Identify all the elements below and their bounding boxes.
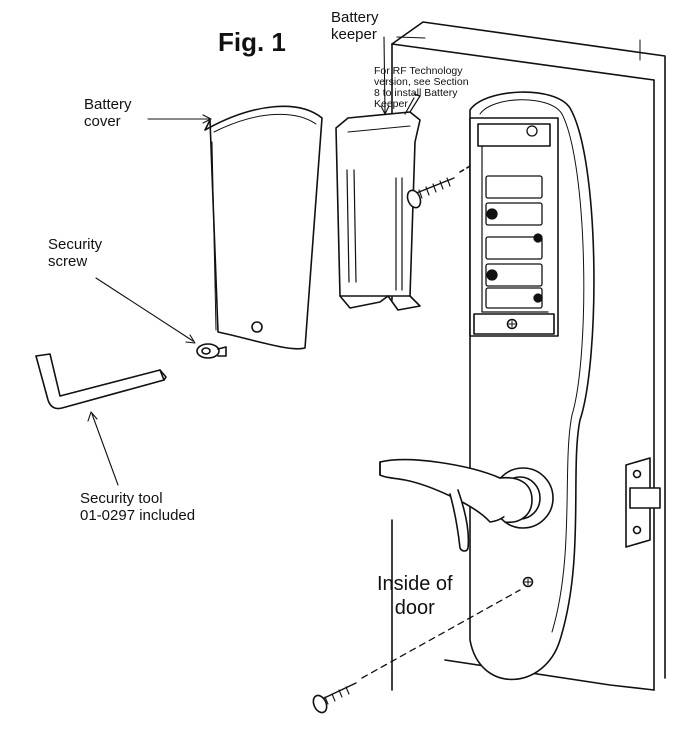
mounting-screw-upper: [406, 165, 471, 209]
battery-keeper-label: Battery keeper: [331, 9, 379, 43]
leader-lines: [87, 36, 426, 486]
security-tool-label: Security tool 01-0297 included: [80, 490, 196, 524]
battery-cover-label: Battery cover: [84, 96, 132, 130]
security-screw: [196, 343, 227, 359]
lock-body: [469, 91, 595, 681]
lever-handle: [379, 458, 554, 552]
latch-plate: [625, 457, 661, 548]
inside-of-door-label: Inside of door: [377, 573, 453, 619]
battery-keeper: [335, 93, 421, 311]
battery-cells: [485, 125, 543, 309]
security-tool: [35, 353, 167, 410]
security-screw-label: Security screw: [48, 236, 103, 270]
mounting-screw-lower: [312, 589, 521, 714]
rf-note-label: For RF Technology version, see Section 8…: [374, 65, 469, 110]
battery-cover: [204, 105, 323, 350]
figure-title: Fig. 1: [218, 27, 286, 57]
